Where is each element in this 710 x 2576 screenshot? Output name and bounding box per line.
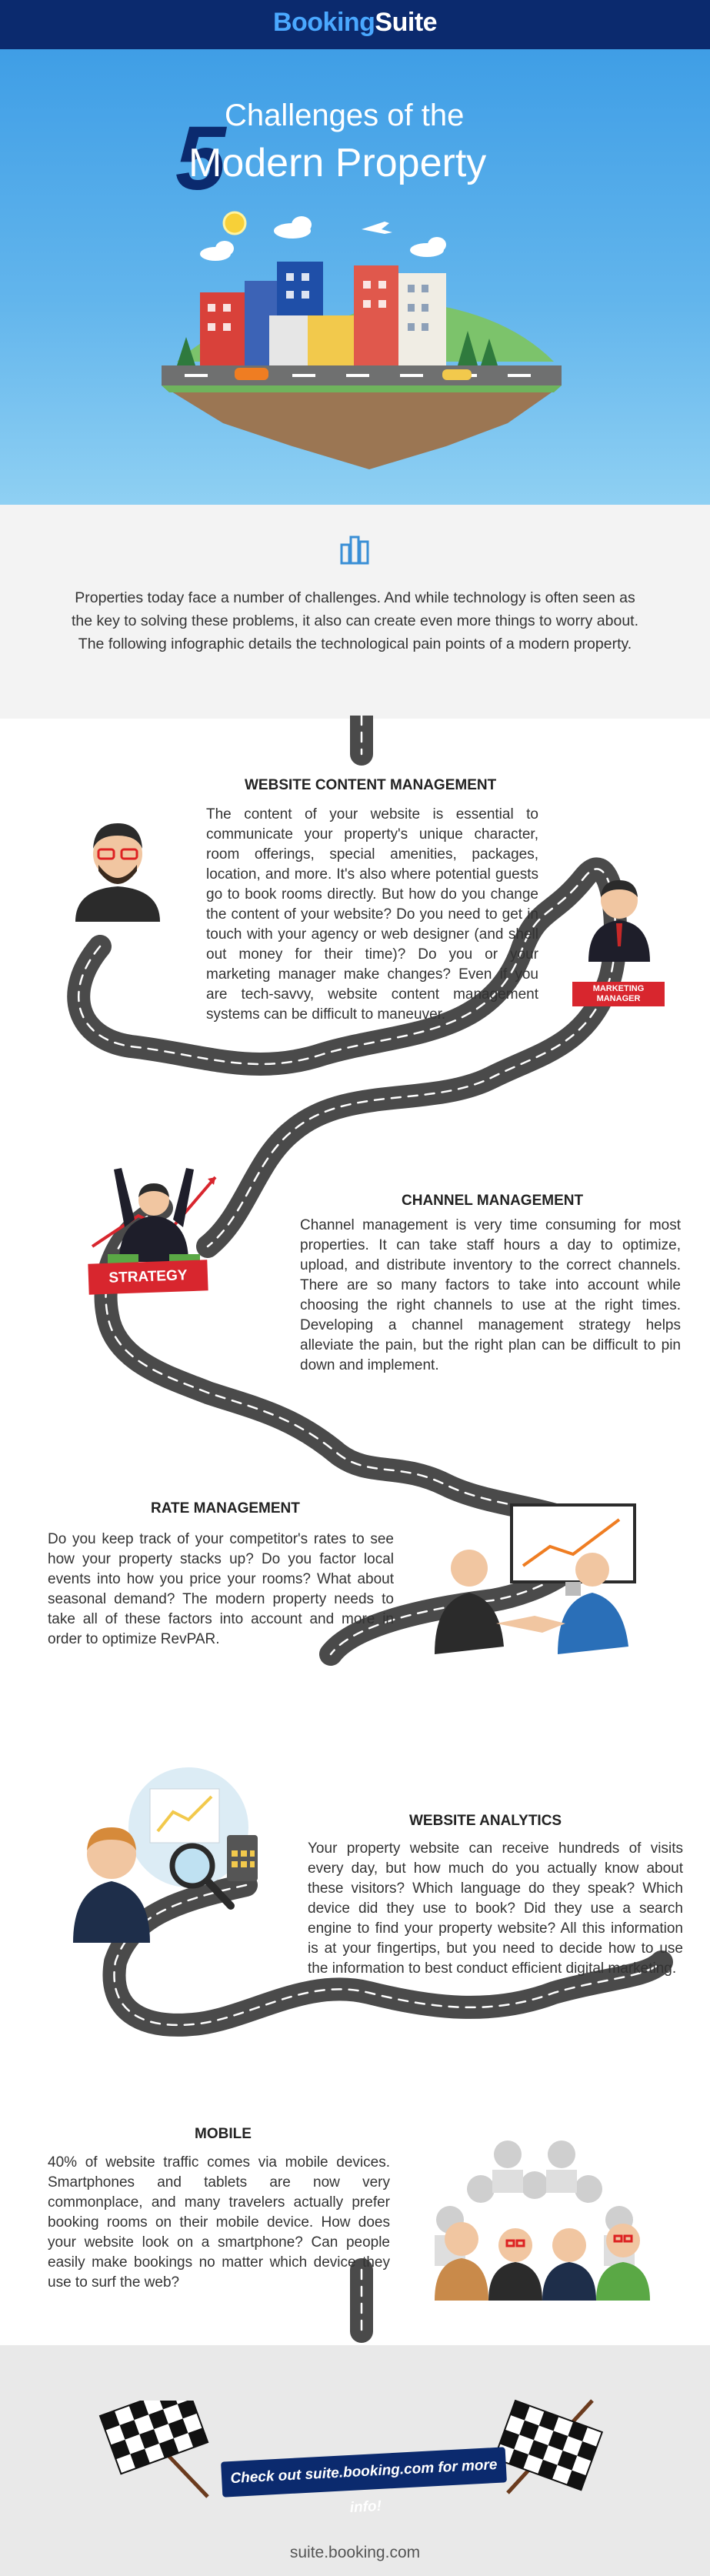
intro-band bbox=[0, 505, 710, 719]
brand-logo: BookingSuite bbox=[0, 8, 710, 38]
section-heading-website-content: WEBSITE CONTENT MANAGEMENT bbox=[245, 777, 497, 793]
section-heading-analytics: WEBSITE ANALYTICS bbox=[409, 1813, 562, 1829]
man-glasses-icon bbox=[75, 823, 160, 922]
hero-number: 5 bbox=[175, 108, 226, 209]
city-illustration bbox=[162, 211, 562, 469]
section-body-rate: Do you keep track of your competitor's r… bbox=[48, 1531, 394, 1647]
car-icon bbox=[442, 369, 472, 380]
analytics-icon bbox=[73, 1767, 258, 1943]
footer-url[interactable]: suite.booking.com bbox=[289, 2544, 421, 2561]
checkered-flag-icon bbox=[493, 2399, 604, 2494]
section-body-analytics: Your property website can receive hundre… bbox=[308, 1840, 683, 1977]
section-heading-mobile: MOBILE bbox=[195, 2126, 252, 2142]
strategy-man-icon bbox=[91, 1168, 217, 1265]
marketing-manager-icon bbox=[588, 880, 650, 962]
crowd-icon bbox=[435, 2141, 650, 2301]
building-icon bbox=[269, 315, 308, 365]
marketing-manager-badge: MARKETING MANAGER bbox=[572, 982, 665, 1006]
strategy-badge: STRATEGY bbox=[88, 1260, 208, 1295]
winding-road bbox=[67, 716, 673, 2343]
section-heading-channel: CHANNEL MANAGEMENT bbox=[402, 1193, 584, 1209]
section-body-channel: Channel management is very time consumin… bbox=[300, 1217, 681, 1373]
intro-text: Properties today face a number of challe… bbox=[71, 589, 639, 652]
building-icon bbox=[308, 315, 354, 365]
magnifier-icon bbox=[169, 1843, 215, 1889]
building-icon bbox=[354, 265, 398, 365]
section-heading-rate: RATE MANAGEMENT bbox=[151, 1500, 300, 1517]
handshake-icon bbox=[435, 1503, 636, 1654]
hero-title-line1: Challenges of the bbox=[225, 98, 465, 132]
cloud-icon bbox=[200, 241, 234, 261]
cloud-icon bbox=[410, 237, 446, 257]
hero-title-line2: Modern Property bbox=[188, 141, 487, 185]
brand-part2: Suite bbox=[375, 8, 438, 37]
car-icon bbox=[235, 368, 268, 380]
section-body-website-content: The content of your website is essential… bbox=[206, 806, 538, 1023]
buildings-icon bbox=[340, 536, 369, 565]
top-bar bbox=[0, 0, 710, 49]
cloud-icon bbox=[274, 216, 312, 239]
airplane-icon bbox=[362, 222, 392, 234]
sun-icon bbox=[222, 211, 247, 235]
building-icon bbox=[200, 292, 245, 365]
checkered-flag-icon bbox=[98, 2401, 209, 2498]
brand-part1: Booking bbox=[272, 8, 375, 37]
section-body-mobile: 40% of website traffic comes via mobile … bbox=[48, 2154, 390, 2291]
